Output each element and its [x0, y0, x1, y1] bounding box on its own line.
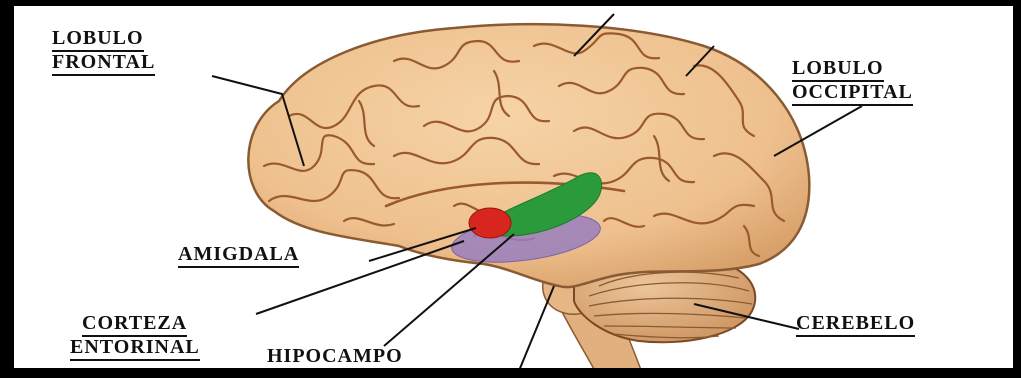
label-entorhinal-cortex-line2: ENTORINAL: [70, 337, 200, 361]
amygdala-region: [469, 208, 511, 238]
leader-line-bottom: [516, 286, 554, 378]
label-frontal-lobe: LOBULO FRONTAL: [52, 28, 155, 76]
label-amygdala: AMIGDALA: [178, 244, 299, 268]
label-entorhinal-cortex: CORTEZA ENTORINAL: [70, 313, 200, 361]
label-amygdala-text: AMIGDALA: [178, 244, 299, 268]
label-hippocampus-text: HIPOCAMPO: [267, 346, 403, 370]
label-cerebellum-text: CEREBELO: [796, 313, 915, 337]
label-frontal-lobe-line1: LOBULO: [52, 28, 144, 52]
label-occipital-lobe: LOBULO OCCIPITAL: [792, 58, 913, 106]
label-hippocampus: HIPOCAMPO: [267, 346, 403, 370]
label-entorhinal-cortex-line1: CORTEZA: [82, 313, 187, 337]
label-occipital-lobe-line2: OCCIPITAL: [792, 82, 913, 106]
label-cerebellum: CEREBELO: [796, 313, 915, 337]
label-frontal-lobe-line2: FRONTAL: [52, 52, 155, 76]
label-occipital-lobe-line1: LOBULO: [792, 58, 884, 82]
